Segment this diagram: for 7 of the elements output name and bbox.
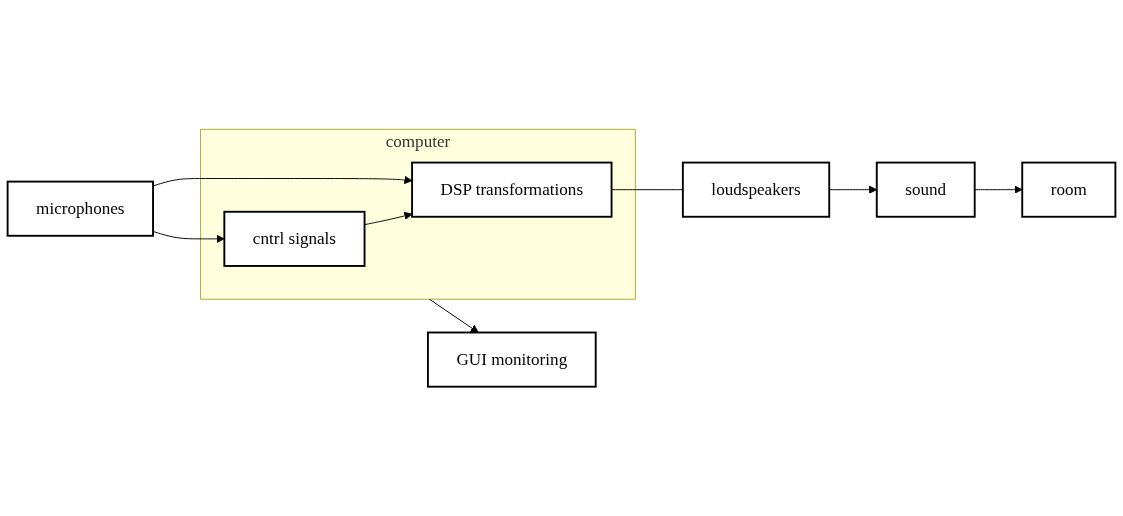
node-box: sound xyxy=(875,161,976,218)
node-box: loudspeakers xyxy=(681,161,831,218)
node-box: room xyxy=(1021,161,1117,218)
node-box: DSP transformations xyxy=(411,161,613,218)
node-box: GUI monitoring xyxy=(427,331,597,388)
node-box: microphones xyxy=(6,180,154,237)
node-box: cntrl signals xyxy=(223,210,366,267)
